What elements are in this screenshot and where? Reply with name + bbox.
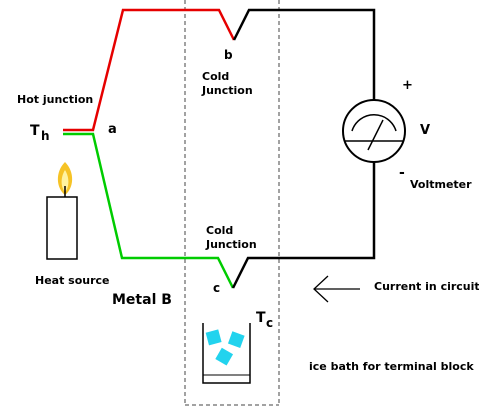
- ice-bath-icon: [202, 323, 251, 384]
- copper-wire-top: [232, 8, 376, 100]
- ice-bath-label: ice bath for terminal block: [309, 360, 474, 373]
- cold-junction-bottom-line1: Cold: [206, 224, 233, 237]
- cold-junction-top-line1: Cold: [202, 70, 229, 83]
- tc-symbol: T: [256, 310, 266, 326]
- cold-junction-bottom-line2: Junction: [205, 238, 257, 251]
- arrow-left-icon: [313, 275, 360, 303]
- copper-wire-bottom: [231, 162, 376, 289]
- cold-junction-top-line2: Junction: [201, 84, 253, 97]
- th-symbol: T: [30, 123, 40, 139]
- current-label: Current in circuit: [374, 280, 479, 293]
- heat-source-label: Heat source: [35, 274, 110, 287]
- th-subscript: h: [41, 129, 50, 143]
- point-c-label: c: [213, 281, 220, 295]
- minus-label: -: [399, 165, 405, 181]
- hot-junction-label: Hot junction: [17, 93, 93, 106]
- voltmeter-icon: [342, 99, 406, 163]
- voltmeter-v-label: V: [420, 123, 430, 138]
- metal-b-label: Metal B: [112, 292, 172, 308]
- point-b-label: b: [224, 48, 233, 62]
- point-a-label: a: [108, 122, 117, 137]
- metal-b-wire: [63, 132, 235, 289]
- metal-a-wire: [63, 8, 236, 132]
- voltmeter-label: Voltmeter: [410, 178, 472, 191]
- plus-label: +: [402, 78, 413, 93]
- candle-icon: [46, 162, 78, 260]
- tc-subscript: c: [266, 316, 273, 330]
